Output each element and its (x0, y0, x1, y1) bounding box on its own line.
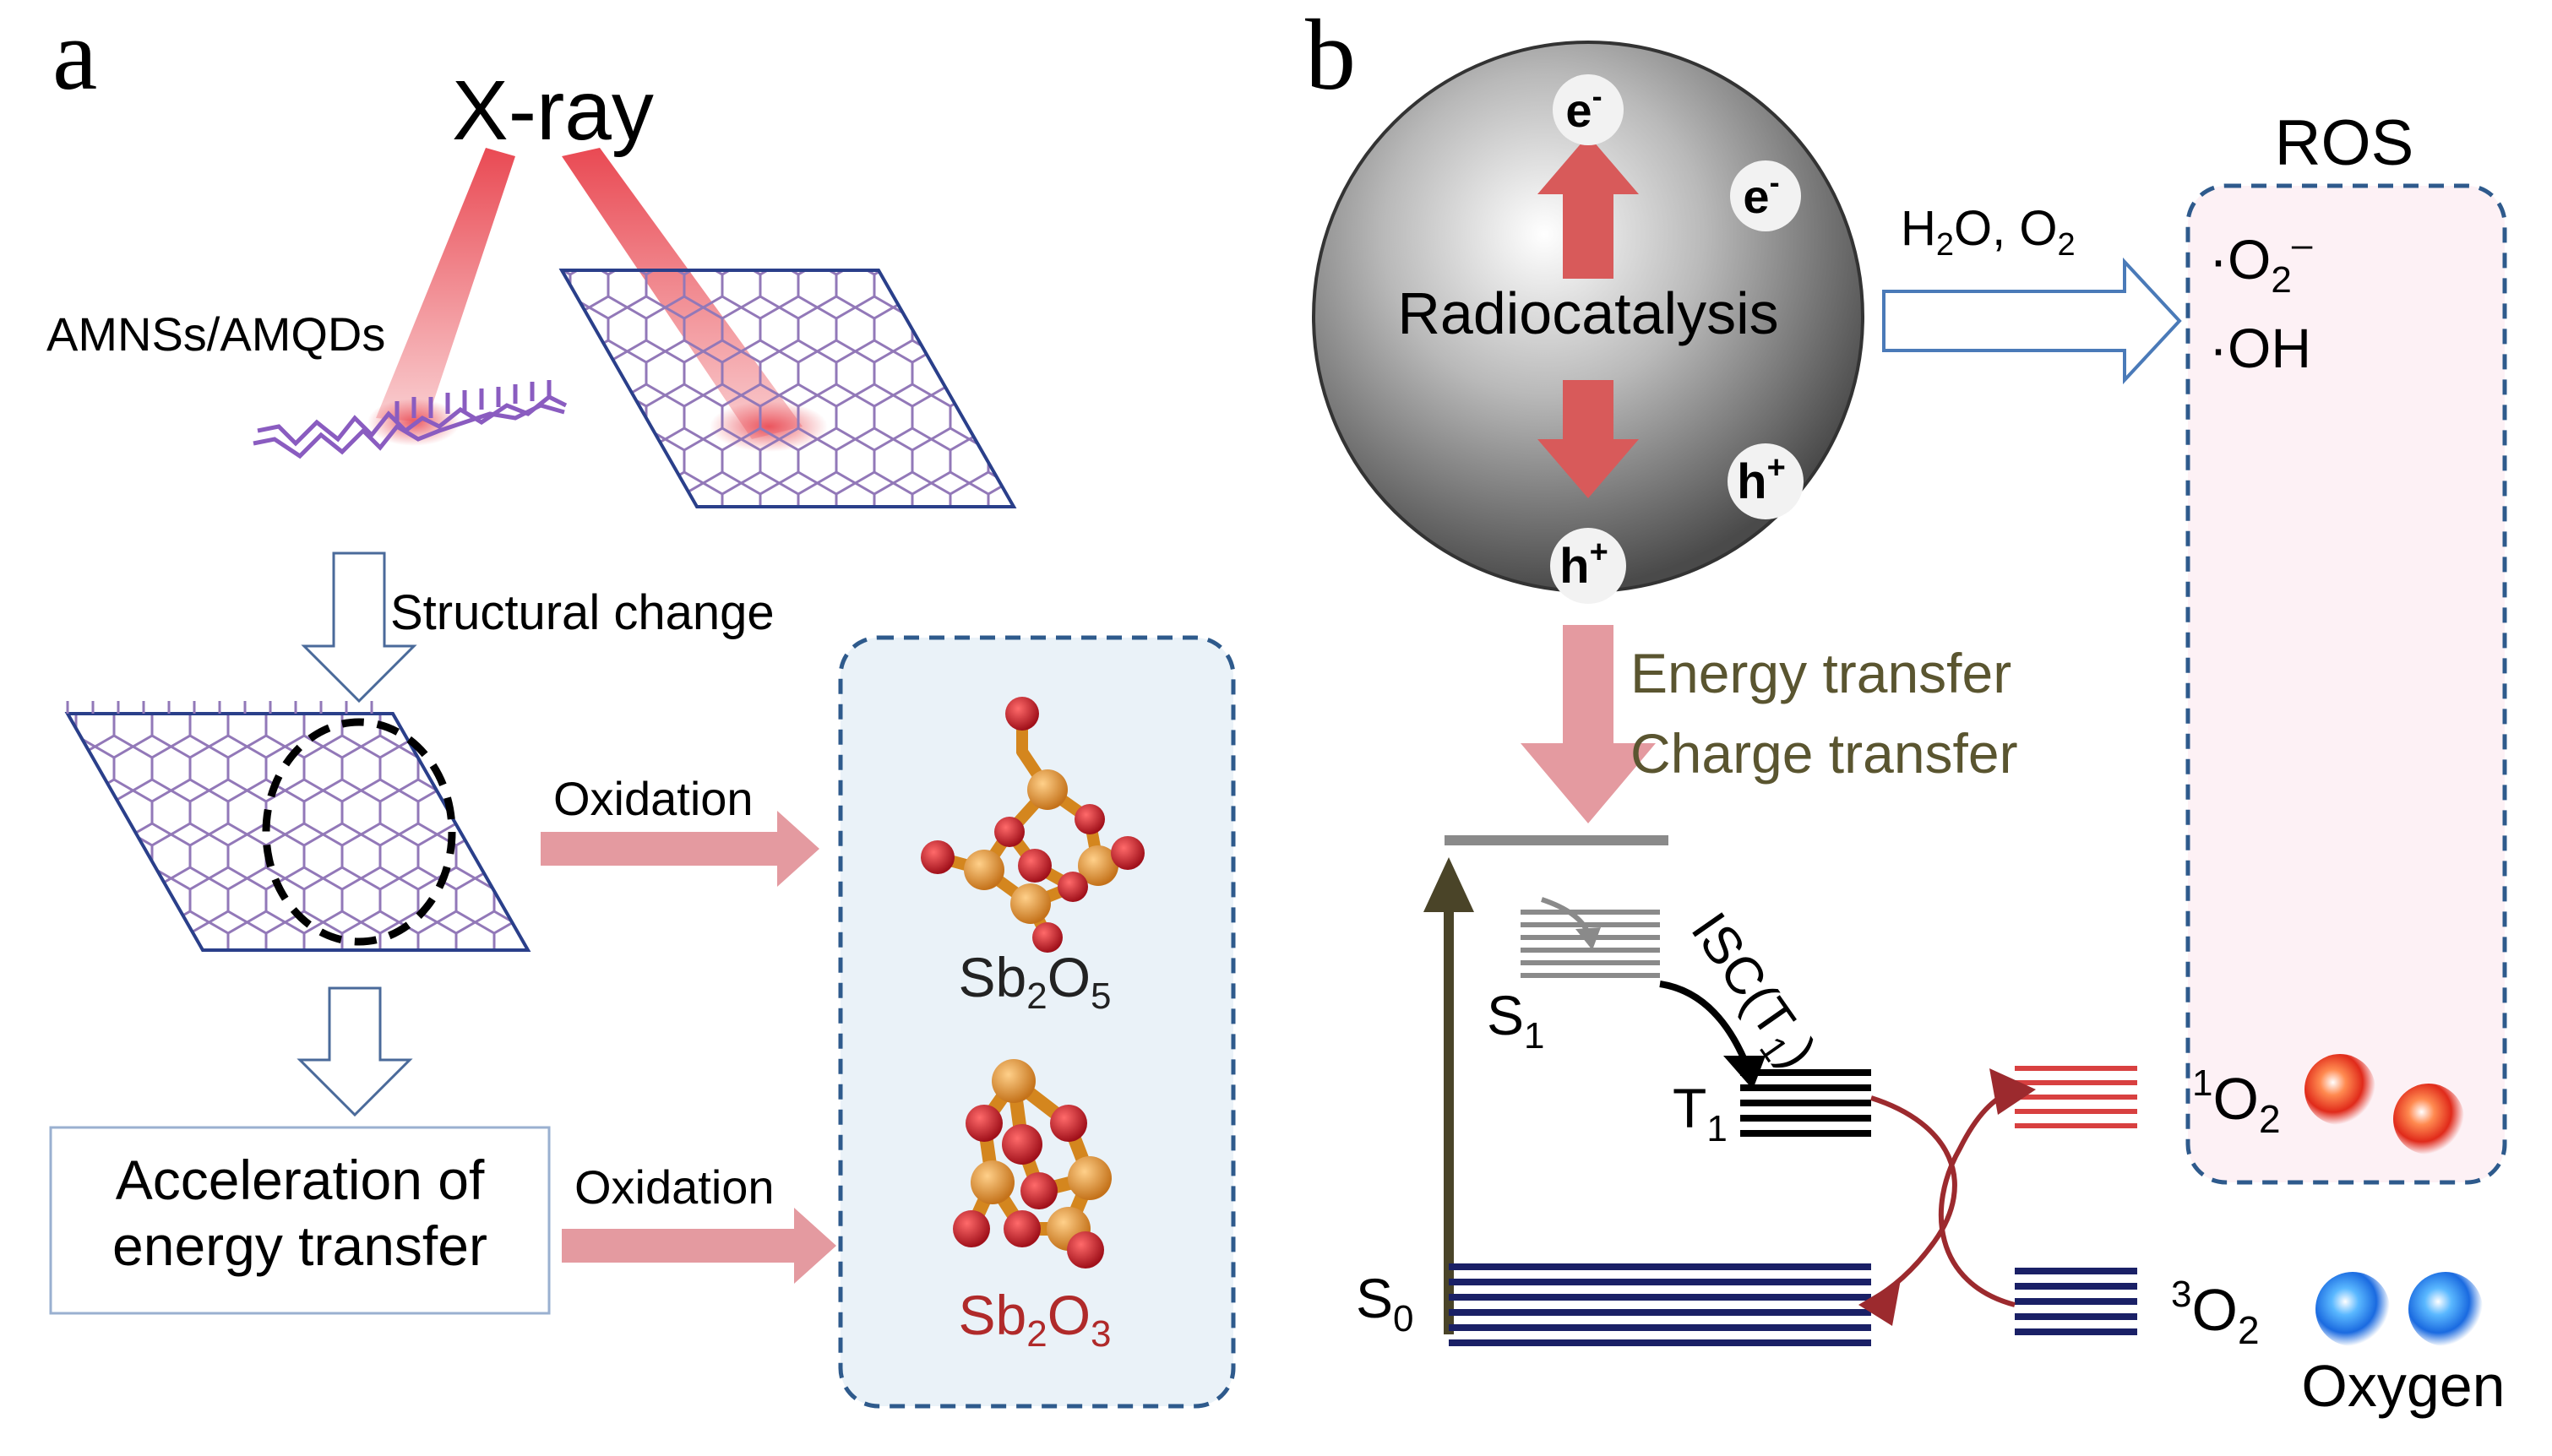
material-label: AMNSs/AMQDs (46, 307, 385, 361)
panel-b-label: b (1305, 0, 1356, 111)
triplet-o2-atom-2 (2408, 1272, 2483, 1346)
t1-levels (1740, 1069, 1871, 1137)
singlet-o2-label: 1O2 (2192, 1062, 2281, 1141)
singlet-o2-levels (2015, 1066, 2137, 1128)
s1-label: S1 (1487, 984, 1545, 1057)
energy-transfer-label: Energy transfer (1630, 642, 2011, 704)
oxidation-arrow-1 (541, 811, 819, 887)
triplet-o2-label: 3O2 (2171, 1274, 2260, 1352)
triplet-o2-atom-1 (2315, 1272, 2390, 1346)
svg-text:e-: e- (1565, 79, 1602, 137)
structural-change-arrow (301, 551, 417, 704)
sb2o3-molecule (953, 1059, 1112, 1269)
ros-title: ROS (2275, 107, 2414, 179)
reagent-label: H2O, O2 (1901, 201, 2076, 263)
sb2o5-label: Sb2O5 (958, 946, 1111, 1017)
hole-bottom: h+ (1550, 528, 1626, 604)
sb2o5-molecule (921, 697, 1145, 953)
s0-levels (1449, 1263, 1871, 1346)
electron-right: e- (1730, 160, 1801, 231)
excitation-arrow-head (1423, 857, 1474, 912)
ros-box (2185, 183, 2507, 1185)
t1-label: T1 (1673, 1077, 1728, 1149)
radiocatalysis-label: Radiocatalysis (1397, 280, 1778, 346)
singlet-o2-atom-1 (2304, 1054, 2375, 1125)
structural-change-label: Structural change (390, 585, 775, 640)
svg-text:e-: e- (1743, 165, 1779, 223)
isc-arrow (1659, 981, 1748, 1062)
s1-levels (1521, 910, 1660, 978)
charge-transfer-label: Charge transfer (1630, 722, 2018, 785)
curve-up-arrowhead (1989, 1068, 2036, 1115)
panel-a-label: a (52, 0, 97, 111)
nanosheet-side-view (253, 380, 568, 459)
xray-beam-left (376, 148, 515, 422)
electron-arrow (1537, 135, 1639, 279)
singlet-o2-atom-2 (2393, 1084, 2464, 1154)
triplet-o2-levels (2015, 1268, 2137, 1335)
oxygen-label: Oxygen (2301, 1353, 2505, 1419)
oxidation-label-2: Oxidation (574, 1160, 775, 1214)
isc-label: ISC(T1) (1673, 902, 1827, 1082)
s0-label: S0 (1356, 1267, 1414, 1339)
lattice-top-view (558, 269, 1017, 508)
svg-text:h+: h+ (1559, 535, 1608, 594)
sb2o3-label: Sb2O3 (958, 1284, 1111, 1355)
hole-right: h+ (1728, 443, 1804, 519)
oxidation-arrow-2 (562, 1208, 836, 1284)
electron-top: e- (1553, 74, 1624, 145)
acceleration-line1: Acceleration of (116, 1149, 485, 1211)
products-box (838, 635, 1236, 1409)
energy-transfer-curve-up (1938, 1087, 2016, 1307)
energy-transfer-arrow (1521, 625, 1656, 823)
curve-down-arrowhead (1858, 1279, 1901, 1326)
reagent-arrow (1882, 257, 2182, 385)
acceleration-box (49, 1126, 551, 1315)
defect-circle (262, 718, 456, 946)
svg-text:h+: h+ (1737, 450, 1786, 509)
xray-label: X-ray (452, 63, 654, 158)
superoxide-label: ·O2– (2209, 224, 2313, 301)
acceleration-line2: energy transfer (112, 1214, 487, 1277)
down-arrow-acceleration (297, 986, 413, 1117)
relaxation-arrow-head (1575, 927, 1601, 950)
relaxation-arrow (1541, 897, 1591, 935)
oxidation-label-1: Oxidation (553, 772, 754, 825)
hole-arrow (1537, 380, 1639, 498)
lattice-with-defect (64, 701, 531, 952)
hydroxyl-label: ·OH (2209, 317, 2311, 379)
